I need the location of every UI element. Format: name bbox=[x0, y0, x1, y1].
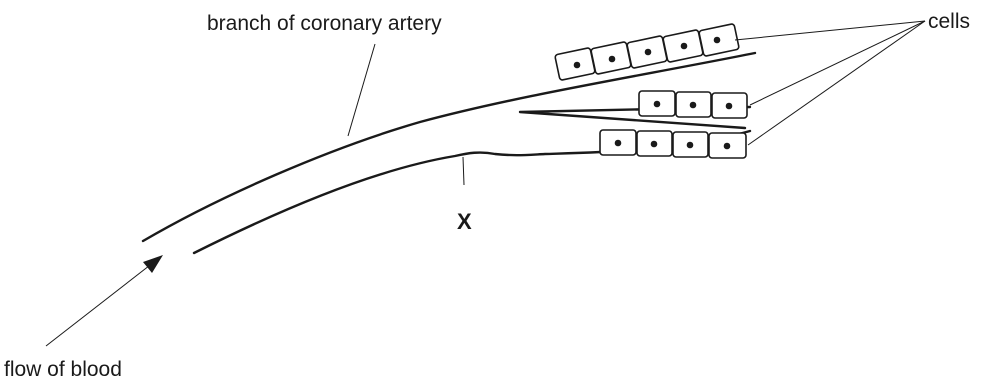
nucleus bbox=[689, 101, 697, 109]
nucleus bbox=[614, 139, 622, 147]
nucleus bbox=[608, 55, 616, 63]
cells-leader-line bbox=[749, 20, 926, 106]
upper-wall-cells bbox=[554, 23, 740, 81]
nucleus bbox=[653, 100, 661, 108]
blood-flow-arrow-shaft bbox=[45, 261, 155, 347]
cells-leader-line bbox=[734, 20, 926, 41]
blood-flow-arrowhead bbox=[143, 255, 163, 273]
nucleus bbox=[644, 48, 652, 56]
nucleus bbox=[725, 102, 733, 110]
artery-upper-wall bbox=[141, 51, 757, 243]
inner-branch-cells bbox=[638, 90, 748, 119]
blood-flow-label: flow of blood bbox=[4, 358, 122, 381]
nucleus bbox=[680, 42, 688, 50]
artery-leader-line bbox=[347, 43, 376, 137]
lower-wall-cells bbox=[599, 129, 747, 159]
x-leader-line bbox=[462, 156, 465, 186]
nucleus bbox=[723, 142, 731, 150]
cells-label: cells bbox=[928, 10, 970, 33]
cells-leader-line bbox=[747, 20, 926, 146]
nucleus bbox=[573, 61, 581, 69]
nucleus bbox=[686, 141, 694, 149]
nucleus bbox=[713, 36, 721, 44]
artery-label: branch of coronary artery bbox=[207, 12, 442, 35]
nucleus bbox=[650, 140, 658, 148]
x-marker-label: X bbox=[457, 209, 472, 234]
